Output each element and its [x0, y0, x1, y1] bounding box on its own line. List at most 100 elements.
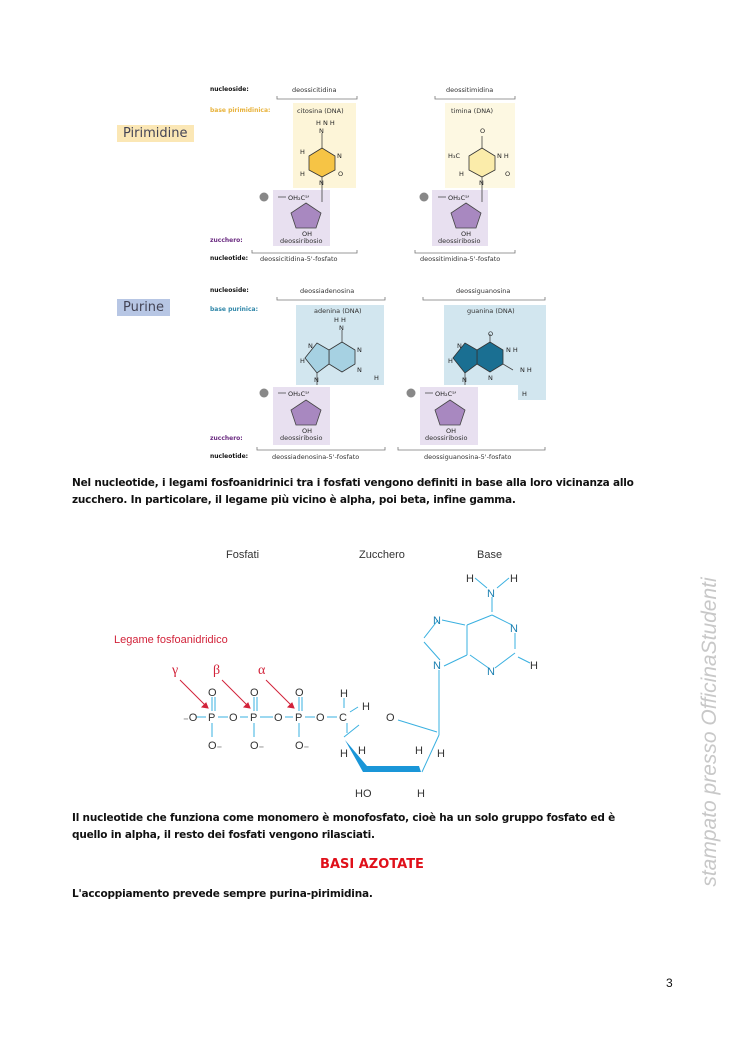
svg-text:H: H: [417, 788, 425, 800]
adenosine-name: deossiadenosina: [300, 287, 355, 295]
svg-text:O: O: [505, 170, 510, 178]
svg-text:H: H: [448, 357, 453, 365]
watermark: stampato presso OfficinaStudenti: [698, 577, 721, 887]
svg-text:HO: HO: [355, 788, 372, 800]
paragraph-monophosphate: Il nucleotide che funziona come monomero…: [72, 812, 616, 841]
svg-text:N: N: [433, 660, 441, 672]
svg-text:H: H: [530, 660, 538, 672]
svg-text:O: O: [480, 127, 485, 135]
svg-text:O: O: [316, 712, 325, 724]
svg-text:OH₂C⁵': OH₂C⁵': [435, 390, 457, 398]
sugar-name: deossiribosio: [425, 434, 468, 442]
pyrimidine-label: Pirimidine: [117, 125, 194, 142]
base-caption: Base: [477, 549, 503, 561]
svg-text:N: N: [319, 127, 324, 135]
sugar-label: zucchero:: [210, 435, 243, 442]
svg-text:N: N: [357, 366, 362, 374]
svg-text:H: H: [466, 573, 474, 585]
svg-text:N: N: [314, 376, 319, 384]
svg-text:P: P: [208, 712, 215, 724]
sugar-label: zucchero:: [210, 237, 243, 244]
svg-text:H H: H H: [334, 316, 346, 324]
svg-text:O: O: [338, 170, 343, 178]
svg-text:H: H: [510, 573, 518, 585]
sugar-caption: Zucchero: [359, 549, 405, 561]
svg-text:N: N: [339, 324, 344, 332]
svg-text:N: N: [510, 623, 518, 635]
svg-text:H: H: [459, 170, 464, 178]
phosphoanhydride-bond-label: Legame fosfoanidridico: [114, 634, 228, 646]
svg-text:O: O: [250, 687, 259, 699]
svg-text:N: N: [433, 615, 441, 627]
nucleotide-label: nucleotide:: [210, 255, 249, 262]
svg-text:O: O: [208, 687, 217, 699]
svg-text:H: H: [374, 374, 379, 382]
svg-text:H₃C: H₃C: [448, 152, 460, 160]
svg-text:O: O: [488, 330, 493, 338]
svg-text:O₋: O₋: [295, 740, 310, 752]
svg-text:₋O: ₋O: [183, 712, 198, 724]
page-number: 3: [666, 976, 673, 990]
svg-text:H: H: [300, 170, 305, 178]
svg-text:OH₂C⁵': OH₂C⁵': [288, 390, 310, 398]
adenosine-nucleotide-name: deossiadenosina-5'-fosfato: [272, 453, 360, 461]
svg-text:N: N: [488, 374, 493, 382]
svg-text:N H: N H: [520, 366, 532, 374]
svg-text:N H: N H: [506, 346, 518, 354]
paragraph-pairing: L'accoppiamento prevede sempre purina-pi…: [72, 888, 373, 900]
guanosine-nucleotide-name: deossiguanosina-5'-fosfato: [424, 453, 512, 461]
svg-text:N: N: [462, 376, 467, 384]
thymidine-name: deossitimidina: [446, 86, 494, 94]
svg-text:OH₂C⁵': OH₂C⁵': [448, 194, 470, 202]
cytidine-nucleotide-name: deossicitidina-5'-fosfato: [260, 255, 338, 263]
deoxyribose-rings: [290, 202, 482, 426]
svg-text:N: N: [487, 588, 495, 600]
guanosine-name: deossiguanosina: [456, 287, 511, 295]
phosphates-label: Fosfati: [226, 549, 260, 561]
gamma-label: γ: [172, 663, 179, 678]
guanine-name: guanina (DNA): [467, 307, 515, 315]
thymidine-nucleotide-name: deossitimidina-5'-fosfato: [420, 255, 501, 263]
svg-text:N: N: [479, 179, 484, 187]
svg-text:OH: OH: [461, 230, 471, 238]
nucleoside-label: nucleoside:: [210, 287, 249, 294]
svg-text:N H: N H: [497, 152, 509, 160]
svg-text:O₋: O₋: [250, 740, 265, 752]
alpha-label: α: [258, 663, 266, 678]
svg-text:N: N: [319, 179, 324, 187]
svg-text:OH₂C⁵': OH₂C⁵': [288, 194, 310, 202]
svg-text:O: O: [386, 712, 395, 724]
svg-text:H: H: [340, 688, 348, 700]
cytidine-name: deossicitidina: [292, 86, 337, 94]
svg-text:H: H: [362, 701, 370, 713]
purine-label: Purine: [117, 299, 171, 316]
svg-text:O: O: [295, 687, 304, 699]
svg-text:OH: OH: [446, 427, 456, 435]
svg-text:H N H: H N H: [316, 119, 335, 127]
svg-text:N: N: [337, 152, 342, 160]
svg-text:C: C: [339, 712, 347, 724]
svg-text:N: N: [457, 342, 462, 350]
svg-text:OH: OH: [302, 230, 312, 238]
base-purine-label: base purinica:: [210, 306, 258, 313]
adenine-name: adenina (DNA): [314, 307, 362, 315]
sugar-name: deossiribosio: [438, 237, 481, 245]
svg-text:N: N: [357, 346, 362, 354]
base-pyrimidine-label: base pirimidinica:: [210, 107, 271, 114]
svg-text:N: N: [487, 666, 495, 678]
svg-text:O₋: O₋: [208, 740, 223, 752]
thymine-name: timina (DNA): [451, 107, 494, 115]
svg-text:OH: OH: [302, 427, 312, 435]
svg-text:H: H: [522, 390, 527, 398]
svg-text:H: H: [415, 745, 423, 757]
svg-text:P: P: [250, 712, 257, 724]
svg-text:H: H: [340, 748, 348, 760]
sugar-name: deossiribosio: [280, 237, 323, 245]
svg-text:O: O: [274, 712, 283, 724]
svg-text:N: N: [308, 342, 313, 350]
svg-text:P: P: [295, 712, 302, 724]
nucleoside-label: nucleoside:: [210, 86, 249, 93]
cytosine-name: citosina (DNA): [297, 107, 344, 115]
